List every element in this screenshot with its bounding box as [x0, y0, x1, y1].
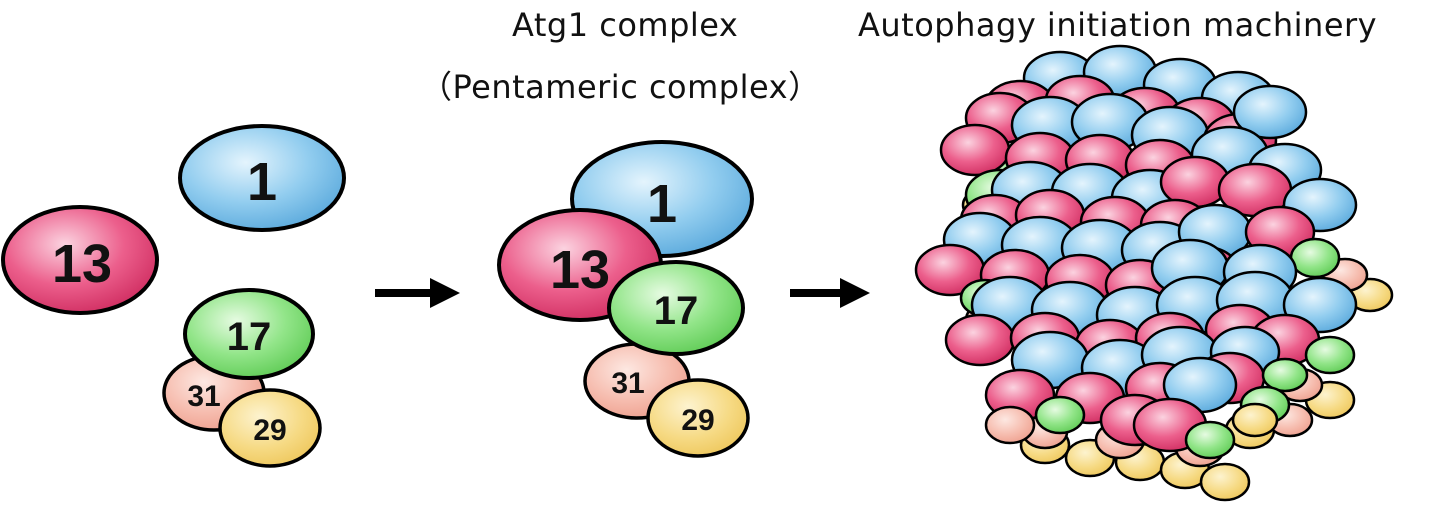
atg17-unit — [1186, 422, 1234, 458]
right-arrow-icon — [375, 278, 460, 308]
atg13-unit — [941, 125, 1009, 175]
atg17-unit — [1036, 397, 1084, 433]
free-subunits: 1 13 31 17 29 — [3, 126, 344, 466]
pentameric-complex: 1 13 31 17 29 — [499, 142, 752, 456]
atg29-unit — [1233, 404, 1277, 436]
atg31-unit — [986, 407, 1034, 443]
atg17-label: 17 — [227, 315, 272, 359]
atg29-unit — [1201, 464, 1249, 500]
atg29-label: 29 — [253, 414, 286, 447]
complex-atg13-label: 13 — [550, 240, 610, 300]
atg13-unit — [946, 315, 1014, 365]
autophagy-initiation-machinery-cluster — [916, 46, 1392, 500]
complex-atg31-label: 31 — [611, 367, 644, 400]
atg17-unit — [1306, 337, 1354, 373]
atg31-label: 31 — [187, 380, 220, 413]
right-arrow-icon — [790, 278, 870, 308]
complex-atg1-label: 1 — [647, 174, 677, 234]
atg13-label: 13 — [52, 234, 112, 294]
complex-atg29-label: 29 — [681, 404, 714, 437]
atg17-unit — [1291, 239, 1339, 277]
atg1-label: 1 — [247, 152, 277, 212]
complex-atg17-label: 17 — [654, 289, 699, 333]
